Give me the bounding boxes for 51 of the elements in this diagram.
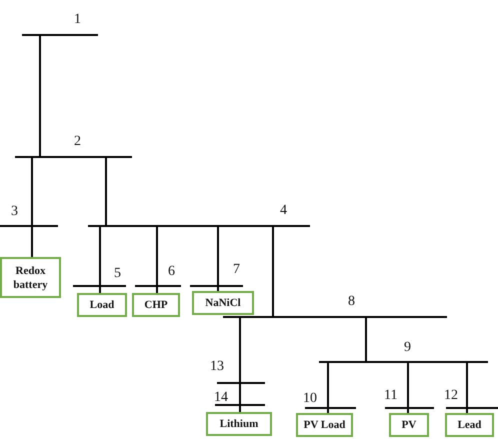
device-label: Lithium (220, 417, 258, 431)
device-label: Redox battery (12, 264, 49, 292)
connector-line (39, 35, 41, 157)
bus-number: 14 (214, 390, 228, 406)
device-box (192, 291, 254, 315)
connector-line (466, 408, 468, 413)
connector-line (466, 362, 468, 408)
bus-number: 3 (11, 204, 18, 220)
bus-number: 9 (404, 340, 411, 356)
connector-line (99, 226, 101, 286)
device-box (296, 413, 353, 437)
connector-line (217, 226, 219, 286)
device-label: CHP (144, 298, 168, 312)
bus-number: 10 (303, 391, 317, 407)
connector-line (407, 408, 409, 413)
device-label: PV (402, 418, 416, 432)
connector-line (217, 286, 219, 291)
connector-line (327, 408, 329, 413)
connector-line (407, 362, 409, 408)
device-box (132, 293, 180, 317)
bus-number: 7 (233, 262, 240, 278)
bus-number: 1 (74, 12, 81, 28)
connector-line (272, 226, 274, 317)
connector-line (156, 286, 158, 293)
connector-line (365, 317, 367, 362)
bus-number: 13 (210, 359, 224, 375)
bus-number: 11 (384, 388, 398, 404)
bus-number: 5 (114, 266, 121, 282)
bus-number: 2 (74, 134, 81, 150)
device-box (445, 413, 494, 437)
connector-line (31, 226, 33, 257)
bus-number: 4 (280, 203, 287, 219)
connector-line (239, 383, 241, 405)
connector-line (239, 405, 241, 412)
connector-line (156, 226, 158, 286)
device-label: NaNiCl (205, 296, 241, 310)
bus-number: 12 (444, 388, 458, 404)
device-box (389, 413, 429, 437)
device-label: PV Load (304, 418, 346, 432)
bus-number: 6 (168, 264, 175, 280)
connector-line (99, 286, 101, 293)
device-label: Lead (458, 418, 482, 432)
device-box (77, 293, 127, 317)
connector-line (327, 362, 329, 408)
device-label: Load (90, 298, 114, 312)
connector-line (105, 157, 107, 226)
connector-line (239, 317, 241, 383)
device-box (206, 412, 272, 436)
device-box (0, 257, 61, 298)
connector-line (31, 157, 33, 226)
bus-number: 8 (348, 294, 355, 310)
